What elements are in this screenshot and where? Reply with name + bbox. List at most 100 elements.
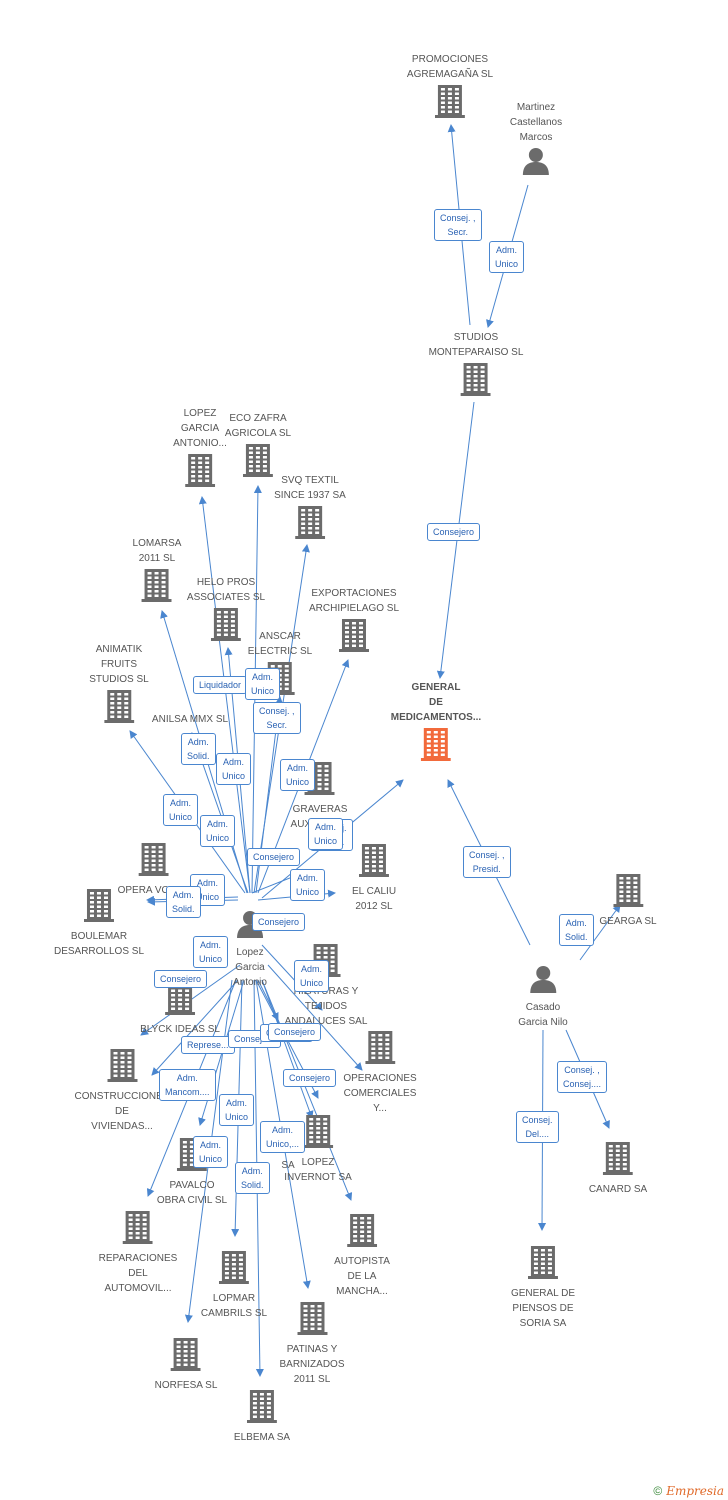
node-exportaciones[interactable]: EXPORTACIONES ARCHIPIELAGO SL bbox=[309, 586, 399, 659]
node-boulemar[interactable]: BOULEMAR DESARROLLOS SL bbox=[54, 886, 144, 959]
edge-label-person_lopez-pavalco[interactable]: Adm. Unico bbox=[193, 936, 229, 968]
edge-label-person_lopez-operaciones[interactable]: Consejero bbox=[283, 1069, 337, 1087]
node-lomarsa[interactable]: LOMARSA 2011 SL bbox=[132, 536, 182, 609]
node-promociones[interactable]: PROMOCIONES AGREMAGAÑA SL bbox=[407, 52, 493, 125]
node-label: PROMOCIONES AGREMAGAÑA SL bbox=[406, 54, 494, 80]
node-label: LOMARSA 2011 SL bbox=[132, 538, 182, 564]
building-icon bbox=[295, 505, 325, 544]
edge-label-person_lopez-norfesa[interactable]: Adm. Unico bbox=[193, 1136, 229, 1168]
edge-label-studios-promociones[interactable]: Consej. , Secr. bbox=[434, 209, 482, 241]
node-lopezinvernot[interactable]: LOPEZ INVERNOT SA bbox=[284, 1112, 352, 1185]
node-label: AUTOPISTA DE LA MANCHA... bbox=[334, 1256, 390, 1297]
edge-label-person_lopez-elbema[interactable]: Consejero bbox=[252, 913, 306, 931]
edge-label-person_lopez-graveras[interactable]: Consejero bbox=[247, 848, 301, 866]
node-autopista[interactable]: AUTOPISTA DE LA MANCHA... bbox=[334, 1211, 390, 1299]
edge-label-person_lopez-lopezinvernot[interactable]: Consejero bbox=[268, 1023, 322, 1041]
building-icon bbox=[461, 362, 491, 401]
edge-label-person_lopez-blyck[interactable]: Consejero bbox=[154, 970, 208, 988]
building-icon bbox=[211, 607, 241, 646]
building-icon bbox=[218, 1250, 249, 1289]
edge-label-person_lopez-construcciones[interactable]: Adm. Mancom.... bbox=[159, 1069, 216, 1101]
edge-label-person_lopez-elcaliu[interactable]: Adm. Unico bbox=[290, 869, 326, 901]
node-martinez[interactable]: Martinez Castellanos Marcos bbox=[510, 100, 562, 182]
edge-label-person_lopez-lopezgarcia[interactable]: Liquidador bbox=[193, 676, 248, 694]
main-building-icon bbox=[420, 727, 451, 766]
edge-label-person_lopez-helo[interactable]: Adm. Unico bbox=[245, 668, 281, 700]
edge-label-person_lopez-animatik[interactable]: Adm. Unico bbox=[163, 794, 199, 826]
node-label: ECO ZAFRA AGRICOLA SL bbox=[224, 413, 292, 439]
person-icon bbox=[522, 147, 550, 180]
edge-label-person_lopez-ecozafra[interactable]: Adm. Unico bbox=[216, 753, 252, 785]
node-label: LOPEZ INVERNOT SA bbox=[284, 1157, 352, 1183]
node-reparaciones[interactable]: REPARACIONES DEL AUTOMOVIL... bbox=[98, 1208, 178, 1296]
node-label: PAVALCO OBRA CIVIL SL bbox=[156, 1180, 228, 1206]
edge-label-person_lopez-lopezinvernot[interactable]: Adm. Unico,... bbox=[260, 1121, 306, 1153]
building-icon bbox=[613, 873, 643, 912]
node-elbema[interactable]: ELBEMA SA bbox=[234, 1387, 290, 1445]
brand-logo[interactable]: Empresia bbox=[666, 1484, 724, 1498]
building-icon bbox=[104, 689, 134, 728]
node-label: ANIMATIK FRUITS STUDIOS SL bbox=[89, 644, 149, 685]
node-lopezgarcia[interactable]: LOPEZ GARCIA ANTONIO... bbox=[173, 406, 227, 494]
building-icon bbox=[434, 84, 465, 123]
node-label: LOPEZ GARCIA ANTONIO... bbox=[173, 408, 227, 449]
building-icon bbox=[139, 842, 169, 881]
edge-label-person_casado-gearga[interactable]: Adm. Solid. bbox=[559, 914, 594, 946]
node-label: REPARACIONES DEL AUTOMOVIL... bbox=[98, 1253, 178, 1294]
node-label: ELBEMA SA bbox=[233, 1432, 291, 1443]
node-label: GENERAL DE PIENSOS DE SORIA SA bbox=[510, 1288, 576, 1329]
node-label: STUDIOS MONTEPARAISO SL bbox=[428, 332, 524, 358]
copyright-symbol: © bbox=[653, 1484, 663, 1498]
node-norfesa[interactable]: NORFESA SL bbox=[155, 1335, 217, 1393]
node-cosa[interactable]: SA bbox=[281, 1158, 294, 1173]
building-icon bbox=[106, 1048, 137, 1087]
edge-person_casado-gearga bbox=[579, 904, 621, 961]
node-svq[interactable]: SVQ TEXTIL SINCE 1937 SA bbox=[274, 473, 346, 546]
node-piensos[interactable]: GENERAL DE PIENSOS DE SORIA SA bbox=[511, 1243, 575, 1331]
node-lopmar[interactable]: LOPMAR CAMBRILS SL bbox=[201, 1248, 267, 1321]
edge-person_lopez-lopezgarcia bbox=[198, 496, 251, 894]
edge-label-person_lopez-patinas[interactable]: Adm. Solid. bbox=[235, 1162, 270, 1194]
node-gearga[interactable]: GEARGA SL bbox=[599, 871, 657, 929]
node-label: BOULEMAR DESARROLLOS SL bbox=[53, 931, 145, 957]
edge-label-person_lopez-tejidos[interactable]: Adm. Unico bbox=[294, 960, 330, 992]
node-elcaliu[interactable]: EL CALIU 2012 SL bbox=[352, 841, 396, 914]
edge-label-martinez-studios[interactable]: Adm. Unico bbox=[489, 241, 525, 273]
edge-label-person_lopez-lopmar[interactable]: Adm. Unico bbox=[219, 1094, 255, 1126]
edge-label-person_lopez-svq[interactable]: Adm. Unico bbox=[280, 759, 316, 791]
edge-label-studios-main[interactable]: Consejero bbox=[427, 523, 481, 541]
building-icon bbox=[302, 1114, 333, 1153]
building-icon bbox=[122, 1210, 153, 1249]
node-operaciones[interactable]: OPERACIONES COMERCIALES Y... bbox=[343, 1028, 417, 1116]
building-icon bbox=[296, 1301, 327, 1340]
edge-label-person_lopez-exportaciones[interactable]: Adm. Unico bbox=[308, 818, 344, 850]
edge-label-person_casado-canard[interactable]: Consej. , Consej.... bbox=[557, 1061, 608, 1093]
building-icon bbox=[242, 443, 273, 482]
node-patinas[interactable]: PATINAS Y BARNIZADOS 2011 SL bbox=[279, 1299, 345, 1387]
node-anilsa[interactable]: ANILSA MMX SL bbox=[152, 712, 228, 727]
node-animatik[interactable]: ANIMATIK FRUITS STUDIOS SL bbox=[89, 642, 149, 730]
edge-label-person_lopez-lomarsa[interactable]: Adm. Solid. bbox=[181, 733, 216, 765]
edge-label-person_casado-piensos[interactable]: Consej. Del.... bbox=[516, 1111, 559, 1143]
node-label: Martinez Castellanos Marcos bbox=[509, 102, 563, 143]
node-label: GENERAL DE MEDICAMENTOS... bbox=[390, 682, 482, 723]
edge-label-person_lopez-anilsa[interactable]: Adm. Unico bbox=[200, 815, 236, 847]
node-label: SVQ TEXTIL SINCE 1937 SA bbox=[274, 475, 346, 501]
node-ecozafra[interactable]: ECO ZAFRA AGRICOLA SL bbox=[225, 411, 291, 484]
node-label: EXPORTACIONES ARCHIPIELAGO SL bbox=[308, 588, 400, 614]
node-canard[interactable]: CANARD SA bbox=[589, 1139, 647, 1197]
edge-label-person_lopez-reparaciones[interactable]: Represe... bbox=[181, 1036, 235, 1054]
edge-person_lopez-construcciones bbox=[151, 979, 239, 1076]
edge-label-person_lopez-boulemar[interactable]: Adm. Solid. bbox=[166, 886, 201, 918]
node-person_casado[interactable]: Casado Garcia Nilo bbox=[518, 963, 568, 1030]
edge-label-person_lopez-anscar[interactable]: Consej. , Secr. bbox=[253, 702, 301, 734]
node-helo[interactable]: HELO PROS ASSOCIATES SL bbox=[187, 575, 265, 648]
node-studios[interactable]: STUDIOS MONTEPARAISO SL bbox=[428, 330, 524, 403]
building-icon bbox=[339, 618, 369, 657]
node-main[interactable]: GENERAL DE MEDICAMENTOS... bbox=[391, 680, 481, 768]
edge-label-person_casado-main[interactable]: Consej. , Presid. bbox=[463, 846, 511, 878]
edge-person_lopez-tejidos bbox=[261, 944, 323, 1011]
building-icon bbox=[346, 1213, 377, 1252]
building-icon bbox=[185, 453, 215, 492]
node-construcciones[interactable]: CONSTRUCCIONES DE VIVIENDAS... bbox=[74, 1046, 170, 1134]
